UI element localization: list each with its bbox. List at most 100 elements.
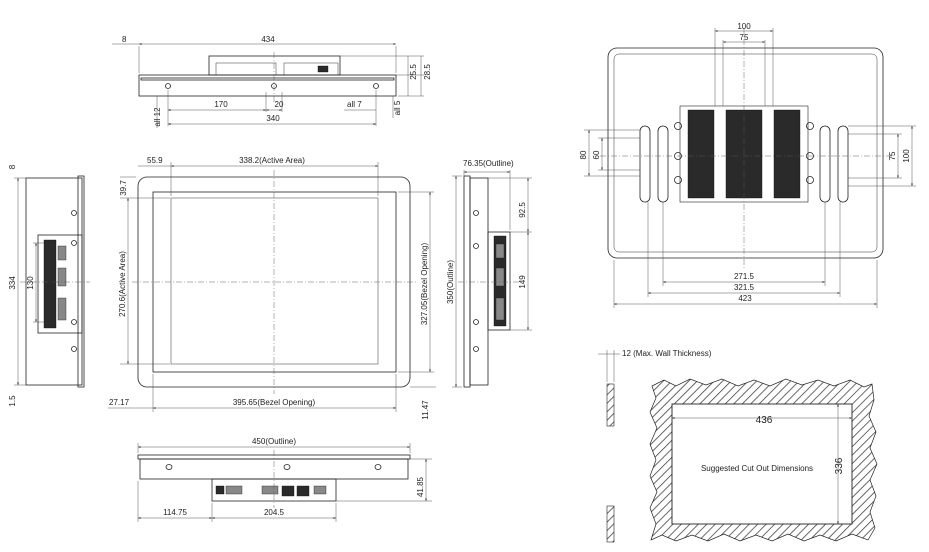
dim-25-5: 25.5 (409, 64, 418, 80)
bottom-view-port (296, 485, 310, 497)
top-view-connector (317, 65, 329, 73)
bottom-view-hole (374, 464, 382, 470)
dim-11-47: 11.47 (421, 400, 430, 420)
dim-130: 130 (26, 276, 35, 290)
dim-204-5: 204.5 (264, 508, 285, 517)
right-side-port (495, 267, 505, 287)
bottom-view-port (225, 485, 243, 495)
top-view-hole-right (373, 83, 379, 89)
dim-100-top: 100 (737, 22, 751, 31)
dim-all7: all 7 (347, 100, 362, 109)
wall-section-top (606, 383, 615, 427)
rear-outline (607, 47, 884, 259)
bottom-view-port (261, 485, 279, 495)
dim-cutout-height: 336 (834, 457, 845, 474)
top-view-inner-box-right (283, 62, 339, 76)
rear-slot (657, 125, 669, 203)
left-side-hole (71, 319, 77, 325)
left-side-hole (71, 240, 77, 246)
right-side-box (487, 231, 511, 331)
dim-271-5: 271.5 (734, 272, 755, 281)
right-side-hole (473, 346, 479, 352)
dim-bezel-width: 395.65(Bezel Opening) (233, 398, 316, 407)
rear-heatsink-left (687, 109, 715, 199)
dim-55-9: 55.9 (147, 156, 163, 165)
dim-114-75: 114.75 (163, 508, 187, 517)
right-side-port (495, 297, 505, 321)
right-side-hole (473, 243, 479, 249)
rear-vesa-hole (806, 176, 814, 184)
dim-75-top: 75 (740, 33, 749, 42)
dim-434: 434 (261, 35, 275, 44)
dim-active-height: 270.6(Active Area) (118, 251, 127, 317)
left-side-hole (71, 210, 77, 216)
right-side-hole (473, 210, 479, 216)
dim-27-17: 27.17 (109, 398, 130, 407)
right-side-port (495, 243, 505, 259)
rear-view: 100 75 80 60 75 100 271.5 321.5 423 (579, 22, 916, 308)
dim-39-7: 39.7 (119, 180, 128, 196)
rear-heatsink-right (773, 109, 801, 199)
dim-41-85: 41.85 (416, 476, 425, 497)
cutout-opening (671, 403, 853, 525)
left-side-bezel (77, 175, 85, 388)
top-view-hole-left (165, 83, 171, 89)
dim-outline-depth: 76.35(Outline) (463, 159, 514, 168)
rear-slot (639, 125, 651, 203)
cutout-caption: Suggested Cut Out Dimensions (701, 464, 813, 473)
left-side-io-strip (43, 239, 57, 329)
left-side-hole (71, 346, 77, 352)
right-side-hole (473, 319, 479, 325)
front-active-area (170, 197, 379, 365)
dim-active-width: 338.2(Active Area) (239, 156, 305, 165)
cutout-view: 12 (Max. Wall Thickness) 436 336 Suggest… (598, 349, 878, 543)
bottom-view: 450(Outline) 41.85 114.75 204.5 (137, 437, 432, 522)
dim-170: 170 (214, 100, 228, 109)
dim-cutout-width: 436 (756, 415, 773, 426)
bottom-view-port (313, 485, 327, 495)
rear-vesa-hole (674, 176, 682, 184)
bottom-view-port (215, 485, 225, 495)
bottom-view-hole (283, 464, 291, 470)
dim-outline-height: 350(Outline) (446, 260, 455, 304)
dim-8: 8 (8, 164, 17, 169)
dim-bezel-height: 327.05(Bezel Opening) (420, 243, 429, 326)
dim-149: 149 (518, 275, 527, 289)
right-side-bezel (463, 175, 471, 388)
dim-423: 423 (738, 294, 752, 303)
left-side-port (57, 297, 67, 321)
right-side-view: 76.35(Outline) 92.5 149 350(Outline) (446, 159, 532, 388)
top-view: 434 8 25.5 28.5 170 20 all 7 340 all 12 … (112, 35, 432, 128)
dim-80: 80 (579, 150, 588, 159)
dim-321-5: 321.5 (734, 283, 755, 292)
dim-334: 334 (8, 276, 17, 290)
left-side-view: 334 8 130 1.5 (8, 164, 90, 407)
dim-outline-width: 450(Outline) (252, 437, 296, 446)
bottom-view-port (281, 485, 295, 497)
top-view-inner-box-left (215, 62, 277, 76)
bottom-view-box (211, 478, 337, 502)
wall-thickness-note: 12 (Max. Wall Thickness) (622, 349, 712, 358)
wall-section-bottom (606, 505, 615, 543)
dim-28-5: 28.5 (423, 64, 432, 80)
dim-all12: all 12 (153, 107, 162, 127)
dim-20: 20 (275, 100, 284, 109)
left-side-box (37, 234, 83, 334)
dim-100-right: 100 (902, 149, 911, 163)
rear-inner-outline (613, 53, 878, 253)
front-view: 338.2(Active Area) 55.9 39.7 270.6(Activ… (108, 156, 436, 420)
bottom-view-hole (165, 464, 173, 470)
left-side-port (57, 245, 67, 261)
left-side-port (57, 267, 67, 287)
dim-60: 60 (592, 150, 601, 159)
dim-75-right: 75 (888, 151, 897, 160)
rear-slot (819, 125, 831, 203)
dim-340: 340 (266, 114, 280, 123)
dim-1-5: 1.5 (8, 395, 17, 407)
right-side-chassis (469, 177, 489, 386)
dim-92-5: 92.5 (518, 202, 527, 218)
dim-8: 8 (122, 35, 127, 44)
rear-slot (837, 125, 849, 203)
rear-vesa-hole (674, 122, 682, 130)
rear-vesa-hole (806, 122, 814, 130)
